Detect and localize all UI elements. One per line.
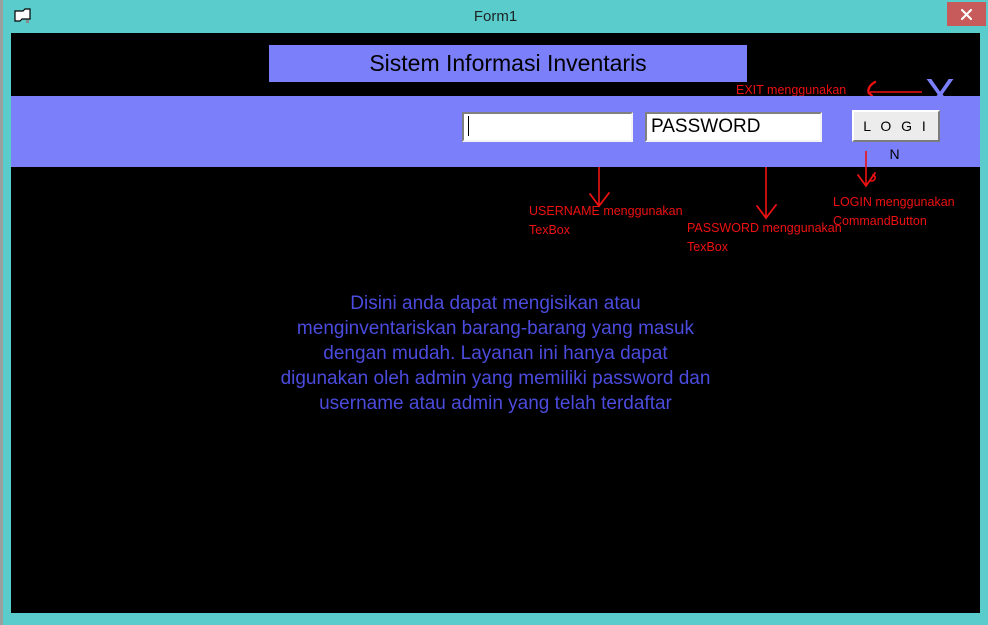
password-annotation-arrow xyxy=(756,167,777,220)
description-line: digunakan oleh admin yang memiliki passw… xyxy=(280,368,711,389)
description-line: menginventariskan barang-barang yang mas… xyxy=(296,318,695,339)
username-input[interactable] xyxy=(462,112,633,142)
close-x-glyph xyxy=(960,8,973,21)
title-bar[interactable]: Form1 xyxy=(3,0,988,33)
password-input[interactable]: PASSWORD xyxy=(645,112,822,142)
username-annotation-label: USERNAME menggunakan TexBox xyxy=(529,204,683,237)
form-window-icon xyxy=(14,8,32,25)
password-annotation-label: PASSWORD menggunakan TexBox xyxy=(687,221,842,254)
text-caret xyxy=(468,116,469,136)
app-title-text: Sistem Informasi Inventaris xyxy=(369,50,647,76)
form-client-area: Sistem Informasi Inventaris EXIT menggun… xyxy=(11,33,980,613)
description-line: username atau admin yang telah terdaftar xyxy=(319,393,672,414)
description-text: Disini anda dapat mengisikan atau mengin… xyxy=(11,291,980,416)
username-annotation-arrow xyxy=(589,167,610,208)
close-icon[interactable] xyxy=(947,2,986,26)
login-control-bar: PASSWORD L O G I N xyxy=(11,96,980,167)
window-frame: Form1 Sistem Informasi Inventaris EXIT m… xyxy=(3,0,988,625)
description-line: Disini anda dapat mengisikan atau xyxy=(350,293,641,314)
password-input-value: PASSWORD xyxy=(651,116,761,137)
app-title-banner: Sistem Informasi Inventaris xyxy=(269,45,747,82)
window-title: Form1 xyxy=(473,8,518,25)
login-annotation-label: LOGIN menggunakan CommandButton xyxy=(833,195,955,228)
login-button[interactable]: L O G I N xyxy=(852,110,940,162)
description-line: dengan mudah. Layanan ini hanya dapat xyxy=(323,343,668,364)
login-annotation-arrow xyxy=(857,151,876,188)
